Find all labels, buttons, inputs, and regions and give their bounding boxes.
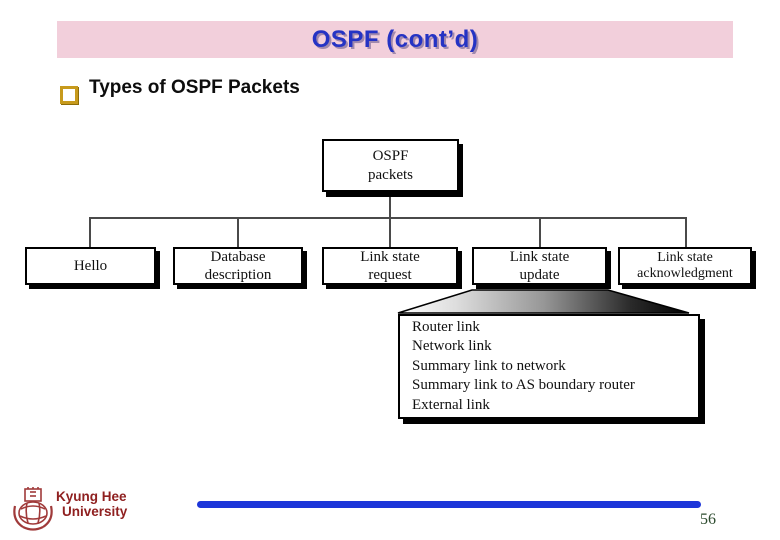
detail-item: Summary link to network xyxy=(412,357,566,374)
node-link-state-acknowledgment: Link state acknowledgment xyxy=(618,247,752,285)
tree-connector-root-stub xyxy=(389,190,391,218)
node-label: Link state acknowledgment xyxy=(637,250,733,281)
bullet-heading: Types of OSPF Packets xyxy=(89,77,300,98)
detail-item: Summary link to AS boundary router xyxy=(412,377,635,394)
node-hello: Hello xyxy=(25,247,156,285)
link-state-update-detail-box: Router link Network link Summary link to… xyxy=(398,314,700,419)
detail-item: Network link xyxy=(412,338,492,355)
footer-divider-line xyxy=(197,501,701,508)
institution-line1: Kyung Hee xyxy=(56,489,127,504)
tree-connector-drop xyxy=(237,217,239,247)
node-link-state-update: Link state update xyxy=(472,247,607,285)
bullet-square-icon xyxy=(60,86,78,104)
tree-connector-drop xyxy=(685,217,687,247)
node-label: Database description xyxy=(204,249,272,283)
footer-institution: Kyung Hee University xyxy=(56,489,127,519)
node-ospf-packets: OSPF packets xyxy=(322,139,459,192)
university-crest-icon xyxy=(13,487,53,531)
tree-connector-horizontal xyxy=(89,217,687,219)
tree-connector-drop xyxy=(389,217,391,247)
detail-item: Router link xyxy=(412,319,480,335)
node-label: OSPF packets xyxy=(368,147,413,183)
slide-title-bar: OSPF (cont’d) xyxy=(57,21,733,58)
slide-title: OSPF (cont’d) xyxy=(311,25,479,53)
node-link-state-request: Link state request xyxy=(322,247,458,285)
node-label: Link state update xyxy=(509,249,570,283)
node-label: Link state request xyxy=(360,249,420,283)
tree-connector-drop xyxy=(539,217,541,247)
funnel-shape xyxy=(397,289,690,314)
node-database-description: Database description xyxy=(173,247,303,285)
detail-item: External link xyxy=(412,396,490,413)
node-label: Hello xyxy=(73,258,108,274)
tree-connector-drop xyxy=(89,217,91,247)
institution-line2: University xyxy=(62,504,128,519)
page-number: 56 xyxy=(700,511,716,528)
